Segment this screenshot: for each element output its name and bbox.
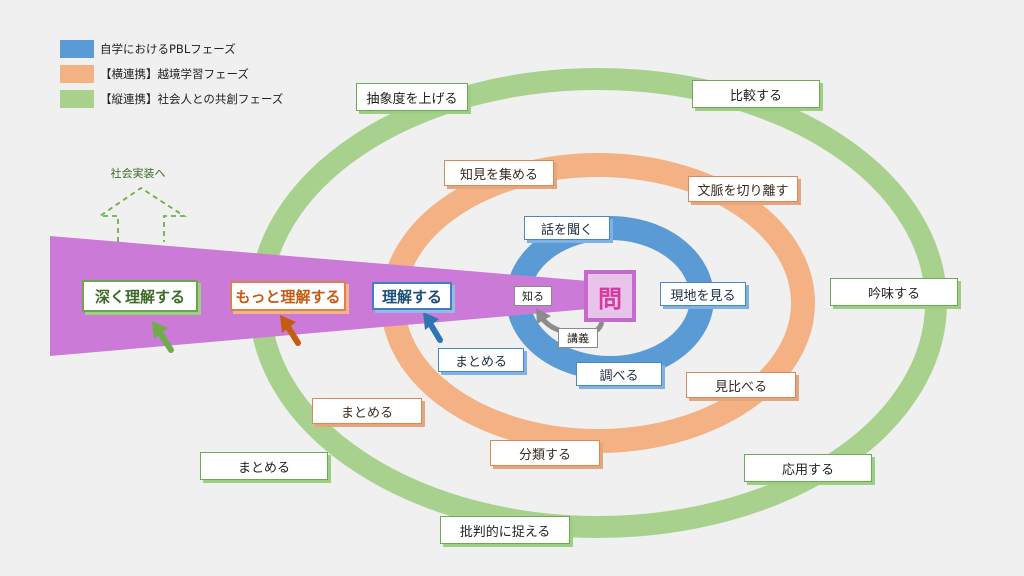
inner-label-listen: 話を聞く [524, 216, 610, 240]
outer-label-summarize: まとめる [200, 452, 328, 480]
know-label: 知る [514, 286, 552, 306]
inner-label-observe: 現地を見る [660, 282, 746, 306]
legend-item-vertical: 【縦連携】社会人との共創フェーズ [60, 86, 283, 111]
legend: 自学におけるPBLフェーズ 【横連携】越境学習フェーズ 【縦連携】社会人との共創… [60, 36, 283, 111]
inner-label-research: 調べる [576, 362, 662, 386]
outer-label-critical: 批判的に捉える [440, 516, 570, 544]
lecture-label: 講義 [558, 328, 598, 348]
legend-item-pbl: 自学におけるPBLフェーズ [60, 36, 283, 61]
middle-label-summarize: まとめる [312, 398, 422, 424]
legend-swatch [60, 64, 94, 83]
outcome-understanding: 理解する [372, 282, 452, 310]
outer-label-abstract: 抽象度を上げる [356, 83, 468, 111]
middle-label-detach: 文脈を切り離す [688, 176, 798, 202]
blue-arrow [423, 312, 443, 343]
inner-label-summarize: まとめる [438, 348, 524, 372]
legend-label: 【横連携】越境学習フェーズ [100, 66, 249, 81]
legend-swatch [60, 39, 94, 58]
outer-label-apply: 応用する [744, 454, 872, 482]
legend-label: 【縦連携】社会人との共創フェーズ [100, 91, 284, 106]
outer-label-compare: 比較する [692, 80, 820, 108]
question-box: 問 [584, 270, 636, 322]
outcome-more-understanding: もっと理解する [230, 281, 346, 311]
legend-swatch [60, 89, 94, 108]
green-arrow [152, 321, 174, 353]
middle-label-classify: 分類する [490, 440, 600, 466]
legend-item-horizontal: 【横連携】越境学習フェーズ [60, 61, 283, 86]
legend-label: 自学におけるPBLフェーズ [100, 41, 236, 56]
orange-arrow [280, 315, 301, 346]
middle-label-contrast: 見比べる [686, 372, 796, 398]
society-label: 社会実装へ [110, 167, 166, 180]
middle-label-collect: 知見を集める [444, 160, 554, 186]
outcome-deep-understanding: 深く理解する [82, 280, 198, 312]
outer-label-examine: 吟味する [830, 278, 958, 306]
society-arrow [97, 186, 188, 242]
